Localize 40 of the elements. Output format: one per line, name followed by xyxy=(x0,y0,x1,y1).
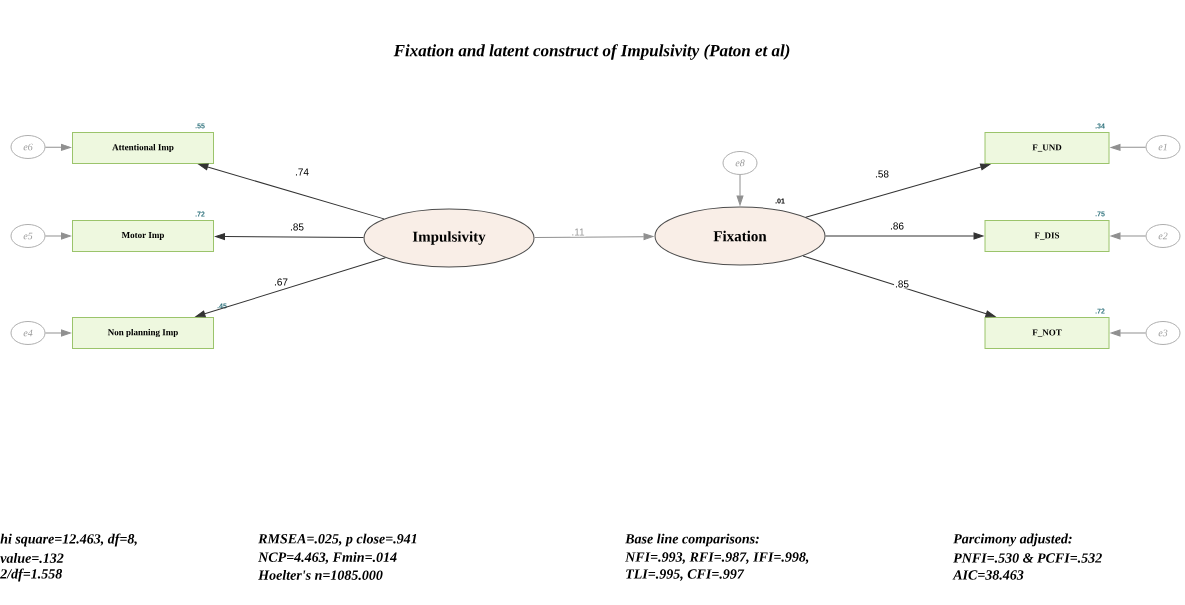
arrow xyxy=(534,233,654,241)
indicator-box: Motor Imp xyxy=(72,220,214,252)
fit-statistic: Parcimony adjusted: xyxy=(953,533,1072,547)
arrow xyxy=(215,233,364,240)
arrow xyxy=(44,329,71,337)
edge-label: .67 xyxy=(274,278,288,286)
fit-statistic: value=.132 xyxy=(0,553,64,563)
edge-label: .74 xyxy=(295,168,309,176)
fit-statistic: Base line comparisons: xyxy=(625,533,759,547)
arrow xyxy=(1110,232,1147,240)
arrow xyxy=(736,174,744,206)
fit-statistic: PNFI=.530 & PCFI=.532 xyxy=(953,553,1102,563)
fit-statistic: Hoelter's n=1085.000 xyxy=(258,570,383,580)
arrow xyxy=(825,232,984,240)
arrow xyxy=(805,163,991,218)
indicator-box: F_NOT xyxy=(984,317,1110,349)
arrow xyxy=(802,255,996,318)
fit-statistic: NFI=.993, RFI=.987, IFI=.998, xyxy=(625,552,809,564)
arrow xyxy=(1110,329,1147,337)
edge-label: .85 xyxy=(290,223,304,231)
edge-label: .11 xyxy=(572,228,585,236)
arrow xyxy=(44,232,71,240)
edge-label: .58 xyxy=(875,170,889,178)
title: Fixation and latent construct of Impulsivity (Paton et al) xyxy=(393,44,790,60)
arrow xyxy=(198,163,385,220)
fit-statistic: 2/df=1.558 xyxy=(0,568,63,582)
edge-label: .86 xyxy=(890,222,904,230)
fit-statistic: RMSEA=.025, p close=.941 xyxy=(258,533,417,547)
indicator-box: Non planning Imp xyxy=(72,317,214,349)
fit-statistic: NCP=4.463, Fmin=.014 xyxy=(258,552,397,564)
edge-label: .85 xyxy=(895,280,909,288)
indicator-box: F_UND xyxy=(984,132,1110,164)
arrow xyxy=(44,143,71,151)
arrow xyxy=(195,257,386,318)
arrow xyxy=(1110,143,1147,151)
fit-statistic: TLI=.995, CFI=.997 xyxy=(626,569,745,581)
fit-statistic: hi square=12.463, df=8, xyxy=(0,533,137,547)
indicator-box: F_DIS xyxy=(984,220,1110,252)
fit-statistic: AIC=38.463 xyxy=(952,570,1024,580)
indicator-box: Attentional Imp xyxy=(72,132,214,164)
